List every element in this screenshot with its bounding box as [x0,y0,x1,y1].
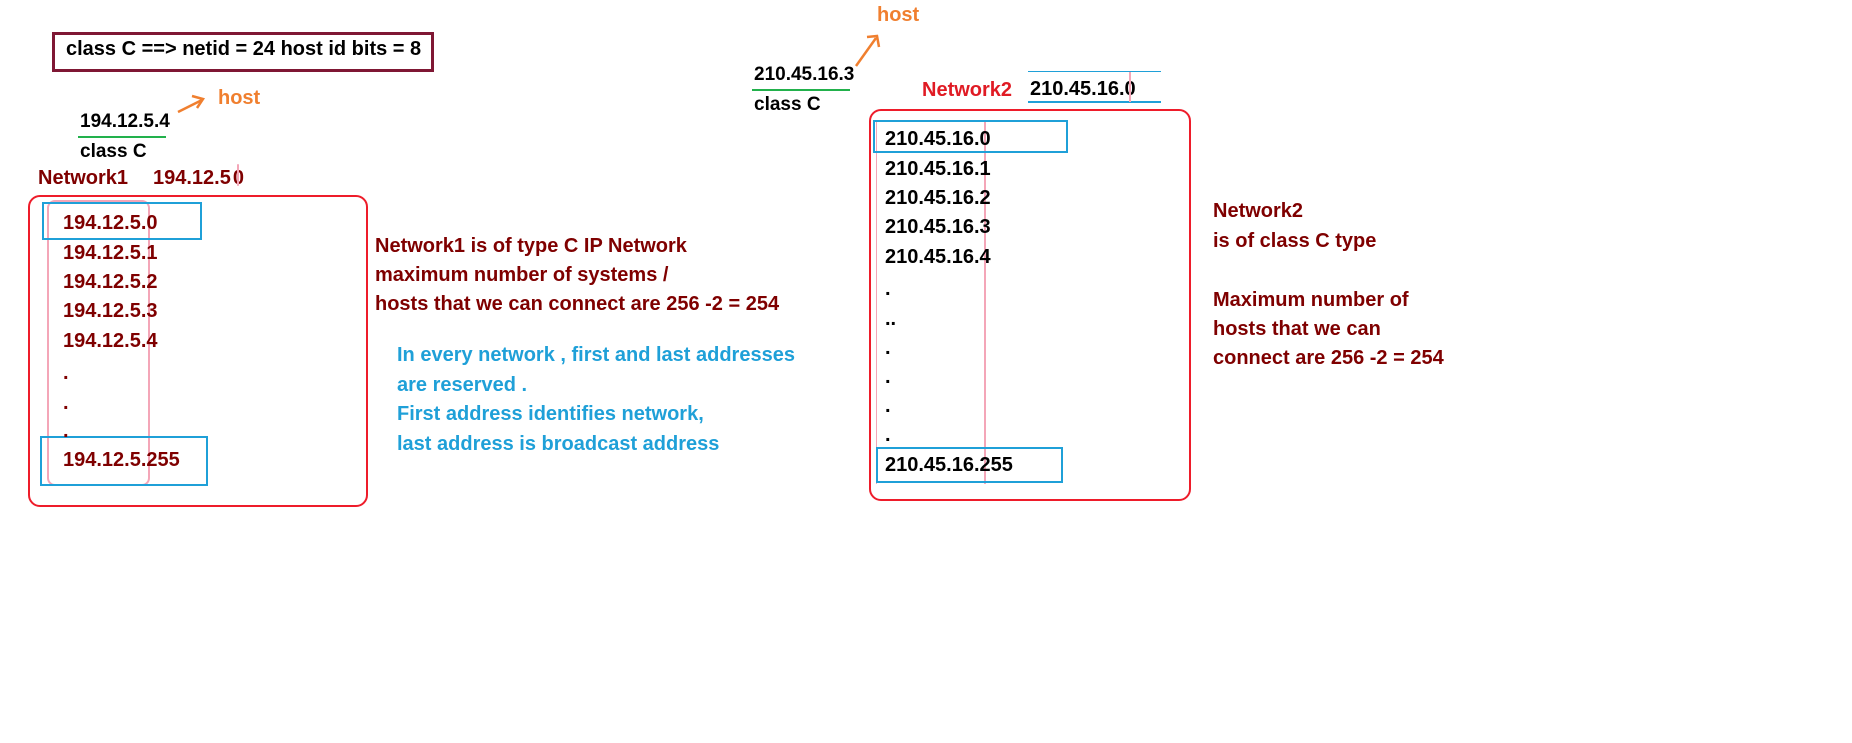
network2-address-3: 210.45.16.3 [885,216,991,238]
network2-net-address-divider [1129,72,1131,102]
network1-address-dot-3: . [63,420,69,442]
network2-class-label: class C [754,94,821,115]
network1-host-label: host [218,87,261,109]
network1-address-dot-2: . [63,392,69,414]
network2-address-dot-5: . [885,395,891,417]
network1-first-address-highlight [42,202,202,240]
network2-description-line-5: hosts that we can [1213,318,1381,340]
network2-address-2: 210.45.16.2 [885,187,991,209]
note-line-2: are reserved . [397,374,528,396]
network2-container [869,109,1191,501]
network2-address-dot-6: . [885,424,891,446]
network2-description-line-4: Maximum number of [1213,289,1409,311]
network1-address-0: 194.12.5.0 [63,212,158,234]
network2-description-line-6: connect are 256 -2 = 254 [1213,347,1444,369]
header-rule-box [52,32,434,72]
network1-net-address-divider [237,164,239,186]
network1-host-arrow-icon [177,94,206,114]
network2-net-address-topline [1028,71,1161,72]
network1-description-line-3: hosts that we can connect are 256 -2 = 2… [375,293,780,315]
network2-net-address-underline [1028,101,1161,103]
network1-address-last: 194.12.5.255 [63,449,180,471]
network1-container [28,195,368,507]
network2-host-label: host [877,4,920,26]
network2-ip: 210.45.16.3 [754,64,855,85]
note-line-1: In every network , first and last addres… [397,344,795,366]
network1-address-2: 194.12.5.2 [63,271,158,293]
network2-address-4: 210.45.16.4 [885,246,991,268]
network2-address-last: 210.45.16.255 [885,454,1013,476]
network2-address-dot-3: . [885,337,891,359]
network1-class-label: class C [80,141,147,162]
network2-netid-column [876,120,986,484]
network2-net-address: 210.45.16.0 [1030,78,1136,100]
network2-address-1: 210.45.16.1 [885,158,991,180]
network2-address-dot-4: . [885,366,891,388]
network2-host-arrow-icon [854,34,881,67]
network2-name: Network2 [922,79,1013,101]
network1-address-4: 194.12.5.4 [63,330,158,352]
network1-description-line-1: Network1 is of type C IP Network [375,235,687,257]
network2-last-address-highlight [876,447,1063,483]
network2-first-address-highlight [873,120,1068,153]
network2-address-0: 210.45.16.0 [885,128,991,150]
note-line-3: First address identifies network, [397,403,704,425]
network1-net-address-prefix: 194.12.5 [153,167,231,189]
network1-last-address-highlight [40,436,208,486]
network2-description-line-1: Network2 [1213,200,1304,222]
network1-ip-underline [78,136,166,138]
header-rule-text: class C ==> netid = 24 host id bits = 8 [66,38,422,60]
network1-description-line-2: maximum number of systems / [375,264,669,286]
network1-net-address: 194.12.50 [153,167,244,190]
network1-address-3: 194.12.5.3 [63,300,158,322]
network1-address-dot-1: . [63,362,69,384]
network2-address-dot-2: .. [885,308,897,330]
network1-address-1: 194.12.5.1 [63,242,158,264]
network1-ip: 194.12.5.4 [80,111,170,132]
network2-ip-underline [752,89,850,91]
network1-name: Network1 [38,167,129,189]
network2-description-line-2: is of class C type [1213,230,1377,252]
note-line-4: last address is broadcast address [397,433,720,455]
network2-address-dot-1: . [885,278,891,300]
